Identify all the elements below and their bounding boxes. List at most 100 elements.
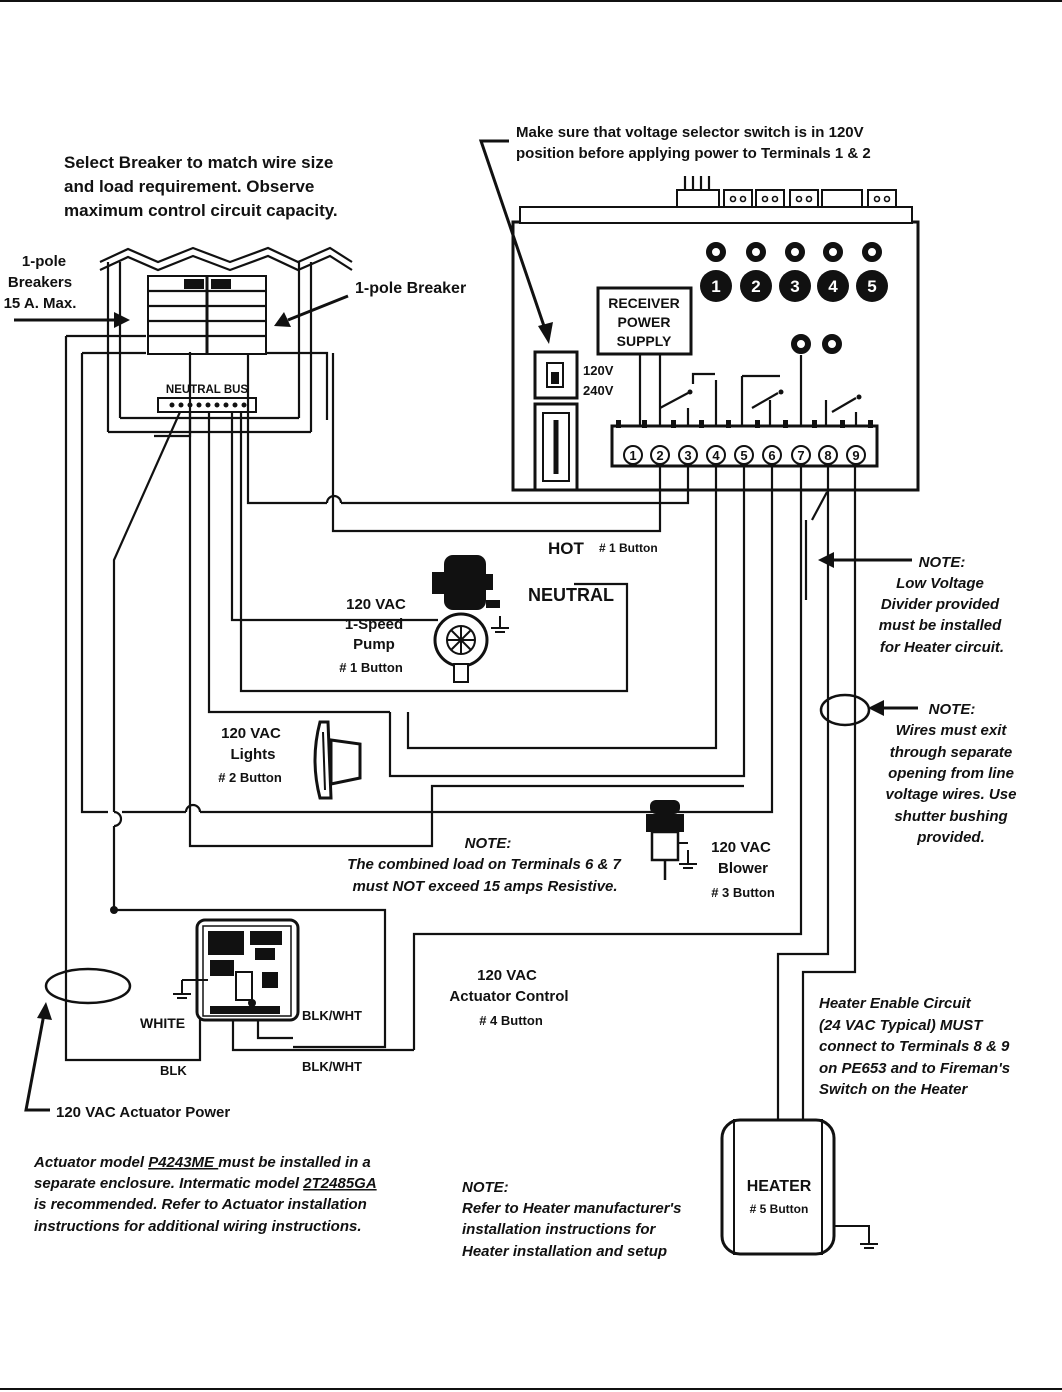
terminal-4-label: 4 — [712, 448, 720, 463]
note-wires-line-7: provided. — [916, 829, 985, 846]
wire-bundle-rings — [44, 693, 871, 1005]
breaker-note-line-3: maximum control circuit capacity. — [64, 201, 338, 220]
actuator-note-line-4: instructions for additional wiring instr… — [34, 1218, 362, 1235]
voltage-note-line-1: Make sure that voltage selector switch i… — [516, 124, 864, 141]
bottom-rule — [0, 1388, 1062, 1390]
actuator-note-line-1: Actuator model P4243ME must be installed… — [33, 1154, 371, 1171]
terminal-6-label: 6 — [768, 448, 775, 463]
heater-button-label: # 5 Button — [750, 1202, 809, 1216]
heater-enable-line-3: connect to Terminals 8 & 9 — [819, 1038, 1010, 1055]
rps-line-1: RECEIVER — [608, 295, 680, 311]
button-number-3: 3 — [790, 277, 799, 296]
note-separate-opening: NOTE: Wires must exit through separate o… — [886, 701, 1017, 846]
note-wires-line-1: NOTE: — [929, 701, 976, 718]
blower-button-label: # 3 Button — [711, 885, 775, 900]
heater-note-line-1: NOTE: — [462, 1179, 509, 1196]
terminal-7-circle — [791, 445, 811, 465]
actuator-note-line-1-pre: Actuator model — [33, 1154, 148, 1171]
terminal-8-circle — [818, 445, 838, 465]
terminal-2-label: 2 — [656, 448, 663, 463]
note-low-voltage-line-4: must be installed — [879, 617, 1002, 634]
heater-label: HEATER — [747, 1178, 812, 1195]
note-combined-line-1: NOTE: — [465, 835, 512, 852]
neutral-bus-label: NEUTRAL BUS — [166, 384, 249, 396]
terminal-1-circle — [623, 445, 643, 465]
pump-label-line-3: Pump — [353, 636, 395, 653]
wire-label-blkwht-2: BLK/WHT — [302, 1059, 362, 1074]
hot-button-label: # 1 Button — [599, 541, 658, 555]
breakers-label-line-1: 1-pole — [22, 253, 66, 270]
blower-label-line-2: Blower — [718, 860, 768, 877]
receiver-power-supply-label: RECEIVER POWER SUPPLY — [608, 295, 680, 349]
heater-note-line-3: installation instructions for — [462, 1221, 657, 1238]
terminal-3-circle — [678, 445, 698, 465]
heater-enable-line-2: (24 VAC Typical) MUST — [819, 1017, 984, 1034]
note-wires-line-5: voltage wires. Use — [886, 786, 1017, 803]
actuator-note: Actuator model P4243ME must be installed… — [33, 1154, 377, 1235]
button-number-4: 4 — [828, 277, 838, 296]
rps-line-2: POWER — [618, 314, 671, 330]
ground-symbols — [173, 616, 878, 1249]
actuator-note-line-2-pre: separate enclosure. Intermatic model — [34, 1175, 303, 1192]
breaker-note: Select Breaker to match wire size and lo… — [64, 153, 338, 220]
pump-label: 120 VAC 1-Speed Pump # 1 Button — [339, 596, 406, 675]
note-low-voltage-line-3: Divider provided — [881, 596, 1000, 613]
pump-label-line-2: 1-Speed — [345, 616, 403, 633]
terminal-9-label: 9 — [852, 448, 859, 463]
hot-label: HOT — [548, 539, 585, 558]
lights-label: 120 VAC Lights # 2 Button — [218, 725, 282, 785]
actuator-control-line-2: Actuator Control — [449, 988, 568, 1005]
terminal-5-label: 5 — [740, 448, 747, 463]
heater-enable-line-4: on PE653 and to Fireman's — [819, 1060, 1010, 1077]
note-wires-line-4: opening from line — [888, 765, 1014, 782]
voltage-note-line-2: position before applying power to Termin… — [516, 145, 871, 162]
note-combined-line-2: The combined load on Terminals 6 & 7 — [347, 856, 621, 873]
breakers-label-line-2: Breakers — [8, 274, 72, 291]
terminal-9-circle — [846, 445, 866, 465]
actuator-control-line-1: 120 VAC — [477, 967, 537, 984]
actuator-note-line-1-post: must be installed in a — [218, 1154, 371, 1171]
breaker-note-line-1: Select Breaker to match wire size — [64, 153, 333, 172]
blower-icon — [646, 800, 688, 880]
wire-label-blkwht-1: BLK/WHT — [302, 1008, 362, 1023]
terminal-3-label: 3 — [684, 448, 691, 463]
button-number-5: 5 — [867, 277, 876, 296]
wire-label-white: WHITE — [140, 1015, 185, 1031]
terminal-1-label: 1 — [629, 448, 636, 463]
note-combined-line-3: must NOT exceed 15 amps Resistive. — [352, 878, 617, 895]
actuator-icon — [182, 918, 300, 1022]
lights-label-line-2: Lights — [231, 746, 276, 763]
top-rule — [0, 0, 1062, 2]
terminal-5-circle — [734, 445, 754, 465]
terminal-2-circle — [650, 445, 670, 465]
heater-enable-line-1: Heater Enable Circuit — [819, 995, 972, 1012]
breaker-note-line-2: and load requirement. Observe — [64, 177, 314, 196]
actuator-power-label: 120 VAC Actuator Power — [56, 1104, 230, 1121]
light-fixture-icon — [313, 720, 362, 800]
note-low-voltage-line-5: for Heater circuit. — [880, 639, 1004, 656]
terminal-4-circle — [706, 445, 726, 465]
breakers-label-line-3: 15 A. Max. — [4, 295, 77, 312]
actuator-model-1: P4243ME — [148, 1154, 218, 1171]
pump-label-line-1: 120 VAC — [346, 596, 406, 613]
lights-label-line-1: 120 VAC — [221, 725, 281, 742]
breaker-rows — [147, 275, 267, 355]
relay-contacts — [638, 354, 862, 426]
callout-arrows — [14, 139, 918, 1112]
note-low-voltage-line-2: Low Voltage — [896, 575, 984, 592]
rps-line-3: SUPPLY — [617, 333, 672, 349]
button-number-2: 2 — [751, 277, 760, 296]
button-numbers: 1 2 3 4 5 — [711, 277, 876, 296]
blower-label-line-1: 120 VAC — [711, 839, 771, 856]
lights-button-label: # 2 Button — [218, 770, 282, 785]
heater-install-note: NOTE: Refer to Heater manufacturer's ins… — [462, 1179, 681, 1260]
pump-icon — [432, 555, 500, 683]
note-low-voltage-line-1: NOTE: — [919, 554, 966, 571]
note-wires-line-6: shutter bushing — [894, 808, 1007, 825]
actuator-model-2: 2T2485GA — [302, 1175, 376, 1192]
note-wires-line-2: Wires must exit — [896, 722, 1008, 739]
actuator-note-line-3: is recommended. Refer to Actuator instal… — [34, 1196, 367, 1213]
